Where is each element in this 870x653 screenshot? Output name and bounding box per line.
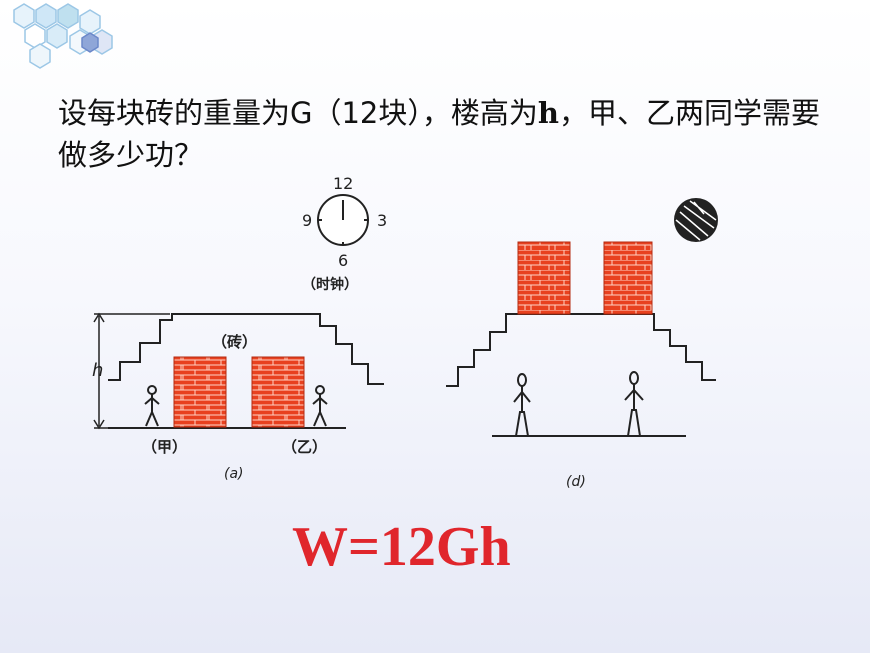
clock-icon <box>317 194 369 246</box>
question-part1: 设每块砖的重量为G（12块），楼高为 <box>58 96 538 130</box>
figure-a <box>93 312 384 430</box>
clock-3: 3 <box>377 211 387 230</box>
person-b-right <box>624 371 644 437</box>
caption-a: (a) <box>224 466 244 482</box>
height-mark: h <box>92 360 103 381</box>
question-text: 设每块砖的重量为G（12块），楼高为h，甲、乙两同学需要做多少功？ <box>58 92 838 176</box>
clock-12: 12 <box>333 174 353 193</box>
person-jia <box>144 385 160 427</box>
person-yi <box>312 385 328 427</box>
brick-stack-top-left <box>517 241 571 315</box>
person-b-left <box>513 373 531 437</box>
person-left-label: （甲） <box>142 438 187 456</box>
brick-stack-right <box>251 356 305 428</box>
person-right-label: （乙） <box>282 438 327 456</box>
caption-d: (d) <box>566 474 586 490</box>
clock-6: 6 <box>338 251 348 270</box>
hexagon-decoration <box>13 3 113 69</box>
work-formula: W=12Gh <box>292 516 511 578</box>
brick-stack-top-right <box>603 241 653 315</box>
clock-9: 9 <box>302 211 312 230</box>
height-symbol: h <box>537 96 559 130</box>
clock-label: （时钟） <box>302 276 358 293</box>
sun-icon <box>674 198 718 242</box>
figure-b <box>446 313 716 437</box>
brick-stack-left <box>173 356 227 428</box>
bricks-label: （砖） <box>212 333 257 351</box>
question-part2: ，甲、乙两同学需要做多少功？ <box>58 96 820 172</box>
